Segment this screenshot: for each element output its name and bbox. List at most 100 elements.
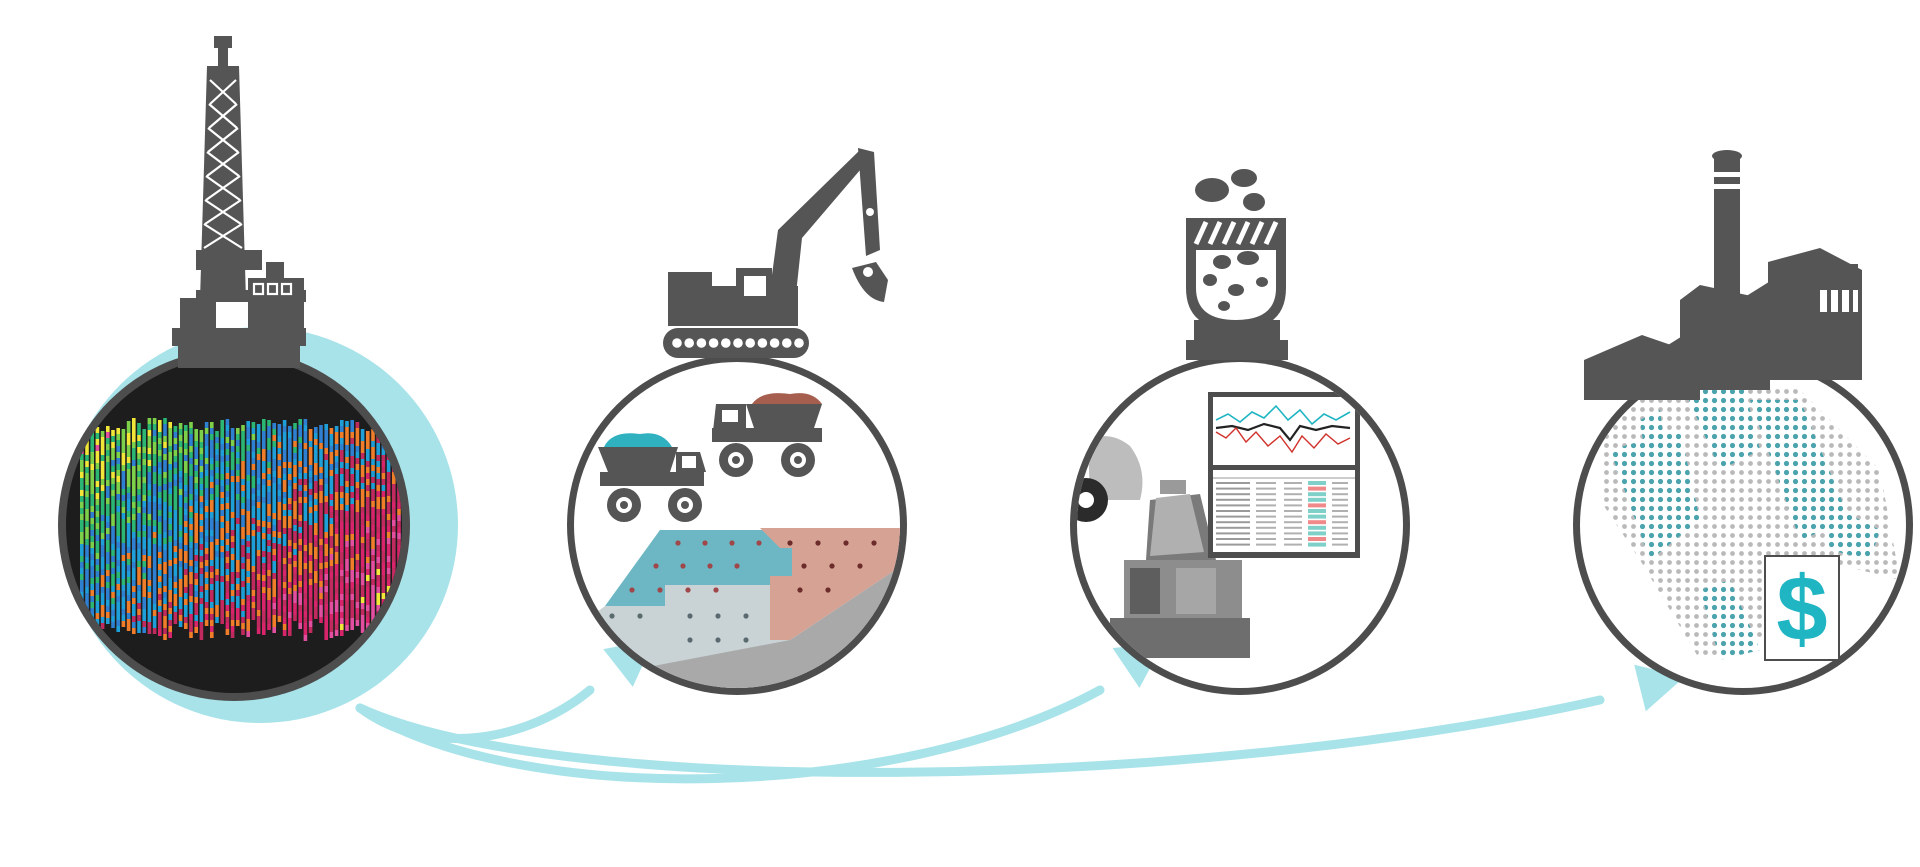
assay-interval: [246, 487, 250, 493]
assay-interval: [350, 516, 354, 522]
assay-interval: [308, 555, 313, 561]
assay-interval: [90, 554, 94, 560]
assay-interval: [163, 586, 167, 592]
assay-interval: [256, 526, 261, 532]
assay-interval: [314, 511, 318, 517]
assay-interval: [85, 491, 89, 497]
assay-interval: [194, 501, 198, 507]
assay-interval: [106, 570, 110, 576]
assay-interval: [184, 551, 188, 557]
assay-interval: [340, 432, 344, 438]
assay-interval: [173, 564, 178, 570]
assay-interval: [355, 482, 360, 488]
assay-interval: [256, 574, 261, 580]
assay-interval: [121, 477, 126, 483]
assay-interval: [277, 430, 282, 436]
assay-interval: [184, 503, 188, 509]
assay-interval: [303, 545, 308, 551]
assay-interval: [95, 535, 100, 541]
assay-interval: [246, 595, 250, 601]
assay-interval: [126, 475, 131, 481]
assay-interval: [126, 541, 131, 547]
assay-interval: [236, 566, 240, 572]
assay-interval: [230, 584, 235, 590]
assay-interval: [262, 509, 266, 515]
assay-interval: [158, 558, 162, 564]
assay-interval: [163, 616, 167, 622]
table-cell-highlight: [1308, 514, 1326, 519]
assay-interval: [100, 509, 105, 515]
assay-interval: [178, 477, 183, 483]
assay-interval: [90, 488, 94, 494]
table-cell: [1216, 521, 1250, 524]
assay-interval: [397, 515, 401, 521]
assay-interval: [90, 506, 94, 512]
assay-interval: [204, 548, 209, 554]
assay-interval: [225, 569, 230, 575]
assay-interval: [298, 515, 302, 521]
assay-interval: [345, 457, 349, 463]
assay-interval: [189, 536, 193, 542]
assay-interval: [147, 538, 152, 544]
assay-interval: [121, 561, 126, 567]
assay-interval: [194, 591, 198, 597]
assay-interval: [184, 533, 188, 539]
assay-interval: [256, 592, 261, 598]
assay-interval: [376, 437, 380, 443]
assay-interval: [126, 493, 131, 499]
assay-interval: [272, 519, 276, 525]
assay-interval: [184, 479, 188, 485]
assay-interval: [199, 460, 204, 466]
assay-interval: [100, 593, 105, 599]
assay-interval: [366, 473, 370, 479]
assay-interval: [204, 476, 209, 482]
assay-interval: [132, 418, 136, 424]
assay-interval: [350, 450, 354, 456]
assay-interval: [293, 471, 297, 477]
assay-interval: [100, 623, 105, 629]
assay-interval: [324, 568, 328, 574]
assay-interval: [277, 514, 282, 520]
assay-interval: [340, 546, 344, 552]
assay-interval: [220, 516, 224, 522]
assay-interval: [137, 531, 141, 537]
assay-interval: [142, 567, 146, 573]
assay-interval: [246, 439, 250, 445]
assay-interval: [142, 507, 146, 513]
table-cell-highlight: [1308, 486, 1326, 491]
assay-interval: [204, 602, 209, 608]
assay-interval: [345, 565, 349, 571]
assay-interval: [334, 588, 339, 594]
assay-interval: [376, 557, 380, 563]
assay-interval: [334, 480, 339, 486]
assay-interval: [272, 591, 276, 597]
assay-interval: [158, 588, 162, 594]
assay-interval: [392, 544, 396, 550]
assay-interval: [288, 606, 292, 612]
assay-interval: [116, 524, 120, 530]
ore-zone-red: [760, 528, 900, 640]
assay-interval: [85, 449, 89, 455]
assay-interval: [308, 573, 313, 579]
table-cell-highlight: [1308, 481, 1326, 485]
assay-interval: [324, 622, 328, 628]
assay-interval: [116, 542, 120, 548]
assay-interval: [345, 553, 349, 559]
assay-interval: [397, 521, 401, 527]
assay-interval: [90, 596, 94, 602]
assay-interval: [204, 434, 209, 440]
assay-interval: [163, 598, 167, 604]
assay-interval: [95, 613, 100, 619]
assay-interval: [168, 488, 172, 494]
assay-interval: [371, 591, 375, 597]
assay-interval: [210, 434, 214, 440]
assay-interval: [288, 558, 292, 564]
assay-interval: [80, 490, 84, 496]
blast-hole: [743, 613, 749, 619]
assay-interval: [189, 620, 193, 626]
assay-interval: [329, 530, 334, 536]
assay-interval: [90, 566, 94, 572]
assay-interval: [340, 558, 344, 564]
assay-interval: [329, 518, 334, 524]
assay-interval: [189, 566, 193, 572]
